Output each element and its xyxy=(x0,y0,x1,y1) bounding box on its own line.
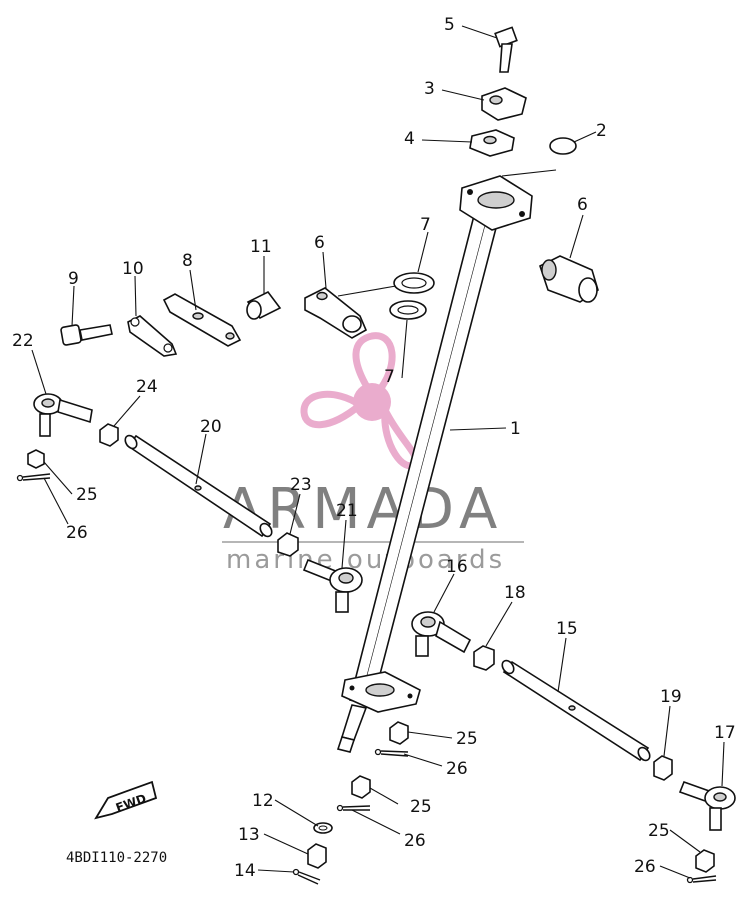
label-part-26-center-lower: 26 xyxy=(404,831,426,851)
cotter-pin-26-center-lower xyxy=(336,804,371,812)
label-part-4: 4 xyxy=(404,129,415,149)
label-part-25-center-lower: 25 xyxy=(410,797,432,817)
washer-link-10 xyxy=(127,315,178,357)
drawing-code: 4BDI110-2270 xyxy=(66,850,167,866)
label-part-16: 16 xyxy=(446,557,468,577)
ring-7-upper xyxy=(393,272,435,294)
ring-7-lower xyxy=(389,300,427,320)
cotter-pin-26-right xyxy=(686,875,717,884)
bracket-cap-3 xyxy=(481,87,527,121)
nut-24 xyxy=(99,423,119,447)
steering-column-shaft xyxy=(336,175,533,753)
label-part-11: 11 xyxy=(250,237,272,257)
nut-13 xyxy=(307,843,327,869)
label-part-22: 22 xyxy=(12,331,34,351)
nut-25-center-lower xyxy=(351,775,371,799)
bracket-4 xyxy=(469,129,515,157)
ball-joint-16 xyxy=(411,611,472,657)
label-part-6-right: 6 xyxy=(577,195,588,215)
label-part-24: 24 xyxy=(136,377,158,397)
part-number-labels: 5 3 4 2 6 7 6 11 8 10 9 22 24 7 1 20 25 … xyxy=(12,15,736,881)
label-part-15: 15 xyxy=(556,619,578,639)
label-part-20: 20 xyxy=(200,417,222,437)
label-part-8: 8 xyxy=(182,251,193,271)
bolt-9 xyxy=(60,324,113,346)
link-plate-8 xyxy=(162,293,242,347)
watermark-propeller-logo xyxy=(300,332,420,469)
tie-rod-20 xyxy=(124,434,273,538)
label-part-19: 19 xyxy=(660,687,682,707)
label-part-6-left: 6 xyxy=(314,233,325,253)
label-part-5: 5 xyxy=(444,15,455,35)
cotter-pin-14 xyxy=(292,868,321,885)
cap-2 xyxy=(549,137,577,155)
label-part-18: 18 xyxy=(504,583,526,603)
label-part-13: 13 xyxy=(238,825,260,845)
nut-25-right xyxy=(695,849,715,873)
sleeve-11 xyxy=(246,290,282,320)
cotter-pin-26-center-upper xyxy=(374,748,409,757)
ball-joint-22 xyxy=(33,393,93,437)
nut-25-left xyxy=(27,449,45,469)
leader-lines xyxy=(31,25,725,879)
label-part-1: 1 xyxy=(510,419,521,439)
label-part-26-right: 26 xyxy=(634,857,656,877)
ball-joint-21 xyxy=(302,558,363,613)
clamp-6-right xyxy=(539,255,599,303)
label-part-2: 2 xyxy=(596,121,607,141)
label-part-25-center-upper: 25 xyxy=(456,729,478,749)
ball-joint-17 xyxy=(678,780,736,831)
label-part-7-lower: 7 xyxy=(384,367,395,387)
washer-12 xyxy=(313,822,333,834)
bolt-5 xyxy=(494,26,518,73)
label-part-26-left: 26 xyxy=(66,523,88,543)
watermark-tagline: marine outboards xyxy=(226,545,505,575)
label-part-25-right: 25 xyxy=(648,821,670,841)
label-part-23: 23 xyxy=(290,475,312,495)
label-part-10: 10 xyxy=(122,259,144,279)
label-part-12: 12 xyxy=(252,791,274,811)
nut-25-center-upper xyxy=(389,721,409,745)
label-part-21: 21 xyxy=(336,501,358,521)
nut-18 xyxy=(473,645,495,671)
tie-rod-15 xyxy=(501,659,651,762)
label-part-9: 9 xyxy=(68,269,79,289)
label-part-3: 3 xyxy=(424,79,435,99)
label-part-25-left: 25 xyxy=(76,485,98,505)
nut-23 xyxy=(277,532,299,557)
label-part-14: 14 xyxy=(234,861,256,881)
label-part-17: 17 xyxy=(714,723,736,743)
cotter-pin-26-left xyxy=(16,473,51,482)
label-part-26-center-upper: 26 xyxy=(446,759,468,779)
steering-arm-6-left xyxy=(304,287,368,339)
fwd-arrow-icon: FWD xyxy=(94,780,158,820)
label-part-7-upper: 7 xyxy=(420,215,431,235)
nut-19 xyxy=(653,755,673,781)
